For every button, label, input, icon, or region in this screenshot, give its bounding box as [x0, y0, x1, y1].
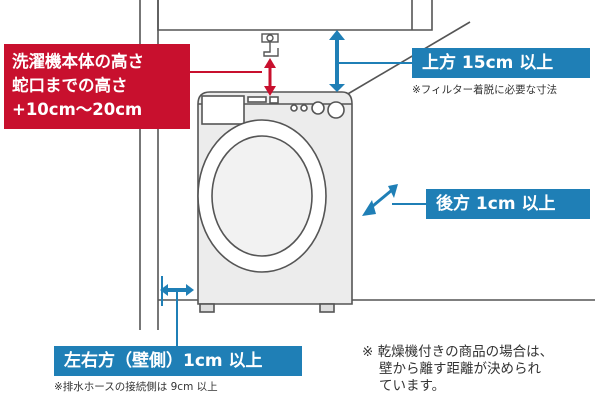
- dryer-note: ※ 乾燥機付きの商品の場合は、 壁から離す距離が決められ ています。: [362, 344, 595, 395]
- back-clearance-label: 後方 1cm 以上: [426, 189, 590, 219]
- faucet-height-label: 洗濯機本体の高さ 蛇口までの高さ +10cm〜20cm: [4, 44, 190, 129]
- top-clearance-arrow: [329, 30, 413, 92]
- height-arrow: [190, 58, 276, 96]
- faucet-height-line1: 洗濯機本体の高さ: [12, 52, 144, 71]
- faucet-height-line2: 蛇口までの高さ: [12, 76, 128, 95]
- dryer-note-line2: 壁から離す距離が決められ: [379, 361, 541, 377]
- faucet-height-line3: +10cm〜20cm: [12, 100, 143, 119]
- dryer-note-line1: ※ 乾燥機付きの商品の場合は、: [362, 344, 554, 360]
- side-clearance-arrow: [160, 276, 194, 346]
- side-clearance-label: 左右方（壁側）1cm 以上: [54, 346, 302, 376]
- side-clearance-note: ※排水ホースの接続側は 9cm 以上: [54, 381, 218, 393]
- top-clearance-note: ※フィルター着脱に必要な寸法: [412, 84, 558, 96]
- top-clearance-label: 上方 15cm 以上: [412, 48, 590, 78]
- dryer-note-line3: ています。: [379, 378, 446, 394]
- back-clearance-arrow: [362, 184, 426, 216]
- water-faucet: [261, 33, 279, 57]
- washing-machine: [197, 91, 353, 313]
